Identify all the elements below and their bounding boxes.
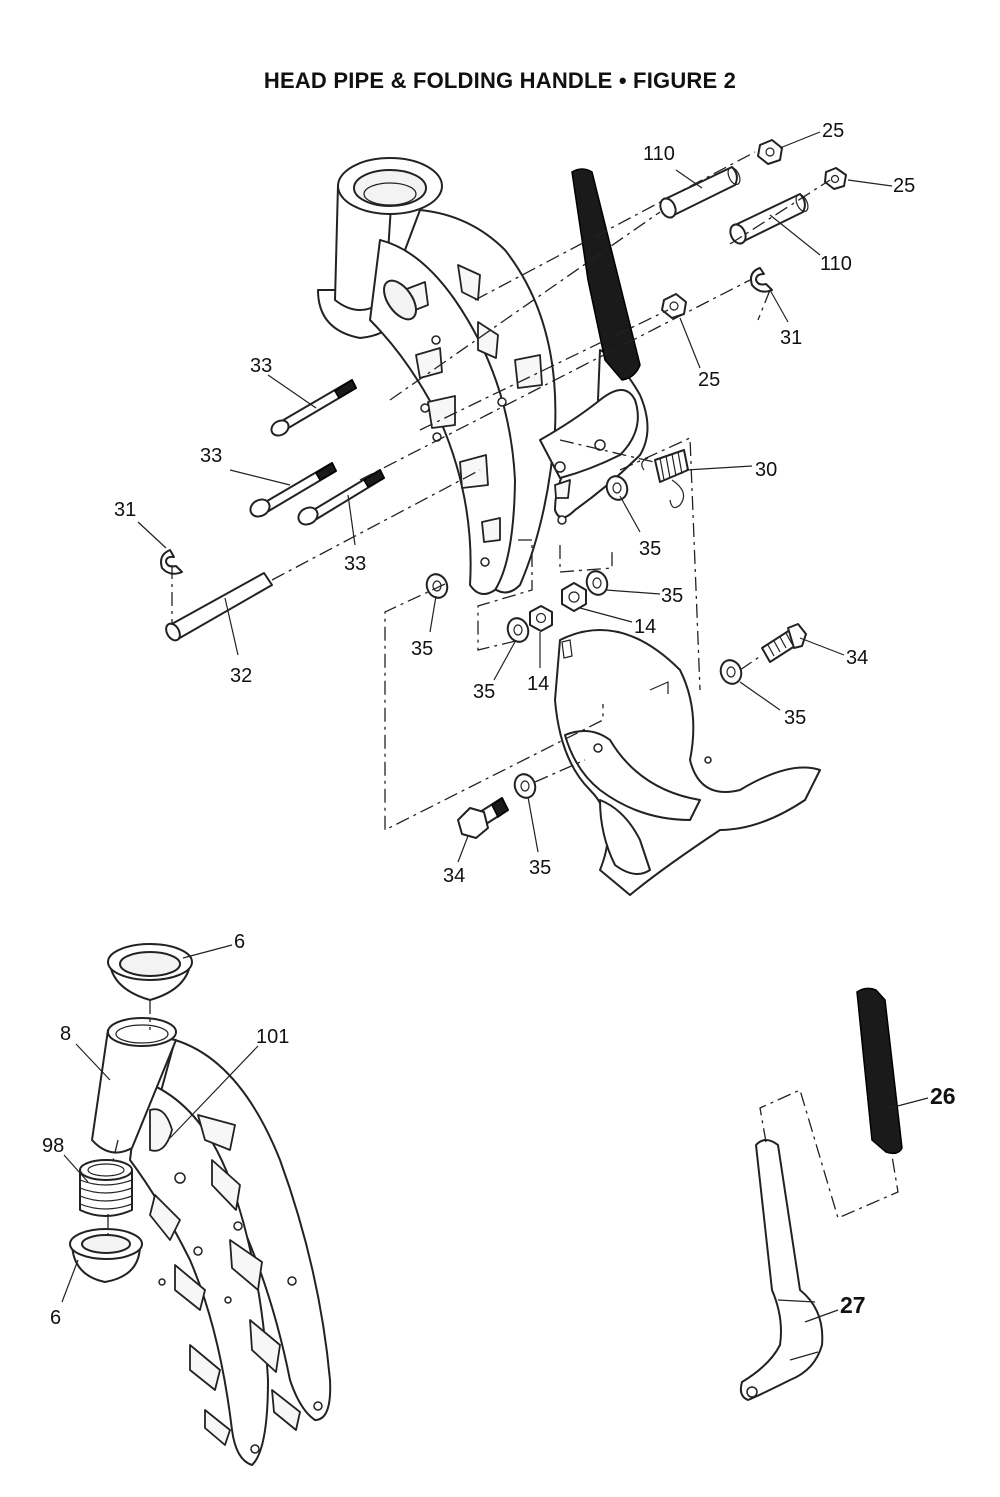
handle-grip-26 [856, 987, 903, 1155]
eclip-31-left [160, 549, 183, 575]
washer-35-f [513, 773, 537, 799]
pin-32 [165, 572, 273, 642]
callout-33-mid: 33 [200, 445, 222, 467]
eclip-31-right [750, 267, 773, 293]
figure-title: HEAD PIPE & FOLDING HANDLE • FIGURE 2 [263, 68, 737, 93]
washer-35-c [425, 573, 449, 599]
callout-35-b: 35 [661, 585, 683, 607]
folding-handle-lever [539, 168, 649, 525]
callout-33-top: 33 [250, 355, 272, 377]
callout-30: 30 [755, 459, 777, 481]
callout-34-left: 34 [443, 865, 465, 887]
handle-lever-27 [739, 1139, 824, 1401]
callout-35-d: 35 [473, 681, 495, 703]
assembly-lines-top [171, 151, 831, 832]
bolt-34-right [761, 623, 807, 663]
callout-31-right: 31 [780, 327, 802, 349]
leader-lines-top [137, 131, 893, 863]
callout-35-a: 35 [639, 538, 661, 560]
bolt-33-low [297, 468, 385, 526]
spring-30 [641, 449, 689, 509]
callout-110-a: 110 [643, 143, 675, 165]
callout-14-a: 14 [634, 616, 656, 638]
callout-25-c: 25 [698, 369, 720, 391]
bearing-cup-6-top [107, 943, 193, 1001]
callout-101: 101 [256, 1026, 289, 1048]
callout-34-right: 34 [846, 647, 868, 669]
lower-crown [554, 629, 821, 896]
washer-35-b [585, 570, 609, 596]
locknut-14-a [561, 582, 587, 612]
callout-8: 8 [60, 1023, 71, 1045]
callout-26: 26 [930, 1083, 956, 1109]
callout-14-b: 14 [527, 673, 549, 695]
callout-25-a: 25 [822, 120, 844, 142]
callout-6-top: 6 [234, 931, 245, 953]
washer-35-a [605, 475, 629, 501]
bearing-cup-6-bottom [69, 1228, 143, 1283]
callout-35-f: 35 [529, 857, 551, 879]
bolt-33-top [270, 378, 357, 437]
callout-25-b: 25 [893, 175, 915, 197]
callout-33-low: 33 [344, 553, 366, 575]
callout-35-e: 35 [784, 707, 806, 729]
nut-25-a [757, 139, 783, 165]
callout-27: 27 [840, 1292, 866, 1318]
fork-plates-detail [129, 1039, 332, 1466]
leader-lines-bottom-left [61, 944, 259, 1303]
leader-lines-bottom-right [804, 1097, 929, 1323]
callout-110-b: 110 [820, 253, 852, 275]
nut-25-b [824, 167, 847, 190]
callout-32: 32 [230, 665, 252, 687]
callout-6-bottom: 6 [50, 1307, 61, 1329]
sleeve-110-lower [729, 193, 809, 245]
callout-98: 98 [42, 1135, 64, 1157]
callout-31-left: 31 [114, 499, 136, 521]
sleeve-110-upper [659, 166, 741, 219]
fork-plate-front [369, 239, 543, 595]
callout-35-c: 35 [411, 638, 433, 660]
spacer-98 [79, 1159, 133, 1217]
washer-35-d [506, 617, 530, 643]
assembly-lines-bottom-right [759, 1089, 899, 1219]
bolt-34-left [457, 796, 509, 839]
bolt-33-mid [249, 461, 337, 518]
locknut-14-b [529, 605, 553, 632]
assembly-lines-bottom-left [107, 1000, 151, 1240]
head-tube-8 [91, 1017, 177, 1154]
washer-35-e [719, 659, 743, 685]
